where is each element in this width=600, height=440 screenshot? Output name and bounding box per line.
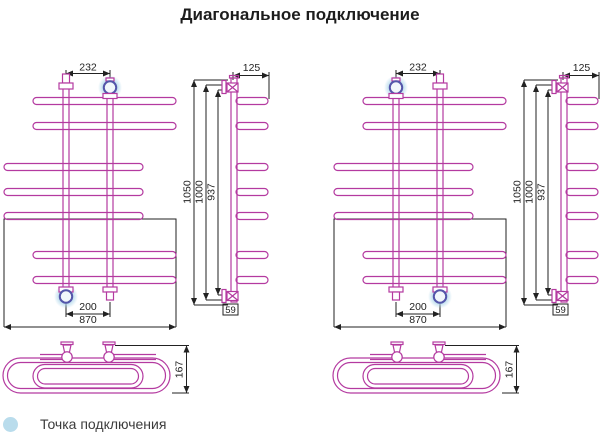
figure-left-diagram	[3, 62, 269, 394]
connection-point-legend-icon	[3, 417, 18, 432]
connection-point-legend-label: Точка подключения	[40, 416, 167, 432]
page-title: Диагональное подключение	[180, 5, 420, 24]
figure-right-diagram	[333, 62, 599, 394]
